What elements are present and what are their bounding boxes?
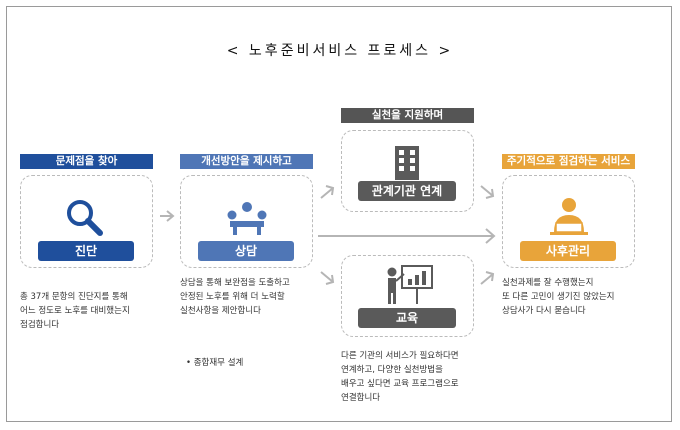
arrow-consult-to-followup: [318, 228, 496, 244]
desc-line: 총 37개 문항의 진단지를 통해: [20, 292, 128, 302]
step-support-bottom-label: 교육: [358, 308, 456, 328]
step-followup-desc: 실천과제를 잘 수행했는지 또 다른 고민이 생기진 않았는지 상담사가 다시 …: [502, 276, 662, 318]
magnifier-icon: [67, 200, 103, 236]
desc-line: 상담을 통해 보완점을 도출하고: [180, 278, 290, 288]
presentation-icon: [387, 265, 433, 304]
step-consult-label: 상담: [198, 241, 294, 261]
diagram-frame: [6, 6, 672, 422]
desc-line: 연계하고, 다양한 실천방법을: [341, 365, 443, 375]
diagram-title: < 노후준비서비스 프로세스 >: [226, 43, 454, 59]
step-consult-header: 개선방안을 제시하고: [180, 154, 313, 169]
desc-line: 상담사가 다시 묻습니다: [502, 306, 586, 316]
step-diagnosis-label: 진단: [38, 241, 134, 261]
step-diagnosis-desc: 총 37개 문항의 진단지를 통해 어느 정도로 노후를 대비했는지 점검합니다: [20, 290, 170, 332]
meeting-icon: [227, 202, 267, 235]
step-consult-desc: 상담을 통해 보완점을 도출하고 안정된 노후를 위해 더 노력할 실천사항을 …: [180, 276, 330, 318]
arrow-consult-to-support-top: [320, 185, 335, 199]
person-laptop-icon: [550, 198, 588, 235]
desc-line: 점검합니다: [20, 320, 60, 330]
desc-line: 배우고 싶다면 교육 프로그램으로: [341, 379, 459, 389]
step-consult-bullet: • 종합재무 설계: [186, 358, 244, 368]
desc-line: 실천과제를 잘 수행했는지: [502, 278, 594, 288]
arrow-consult-to-support-bottom: [320, 271, 335, 285]
step-support-desc: 다른 기관의 서비스가 필요하다면 연계하고, 다양한 실천방법을 배우고 싶다…: [341, 349, 511, 405]
arrow-support-top-to-followup: [480, 185, 495, 199]
desc-line: 다른 기관의 서비스가 필요하다면: [341, 351, 459, 361]
step-diagnosis-header: 문제점을 찾아: [20, 154, 153, 169]
arrow-support-bottom-to-followup: [480, 271, 495, 285]
building-icon: [395, 146, 419, 180]
desc-line: 안정된 노후를 위해 더 노력할: [180, 292, 285, 302]
step-support-top-label: 관계기관 연계: [358, 181, 456, 201]
step-support-header: 실천을 지원하며: [341, 108, 474, 123]
desc-line: 또 다른 고민이 생기진 않았는지: [502, 292, 615, 302]
step-followup-label: 사후관리: [520, 241, 616, 261]
desc-line: 실천사항을 제안합니다: [180, 306, 261, 316]
step-followup-header: 주기적으로 점검하는 서비스: [502, 154, 635, 169]
arrow-diagnosis-to-consult: [160, 210, 175, 222]
desc-line: 연결합니다: [341, 393, 381, 403]
desc-line: 어느 정도로 노후를 대비했는지: [20, 306, 130, 316]
